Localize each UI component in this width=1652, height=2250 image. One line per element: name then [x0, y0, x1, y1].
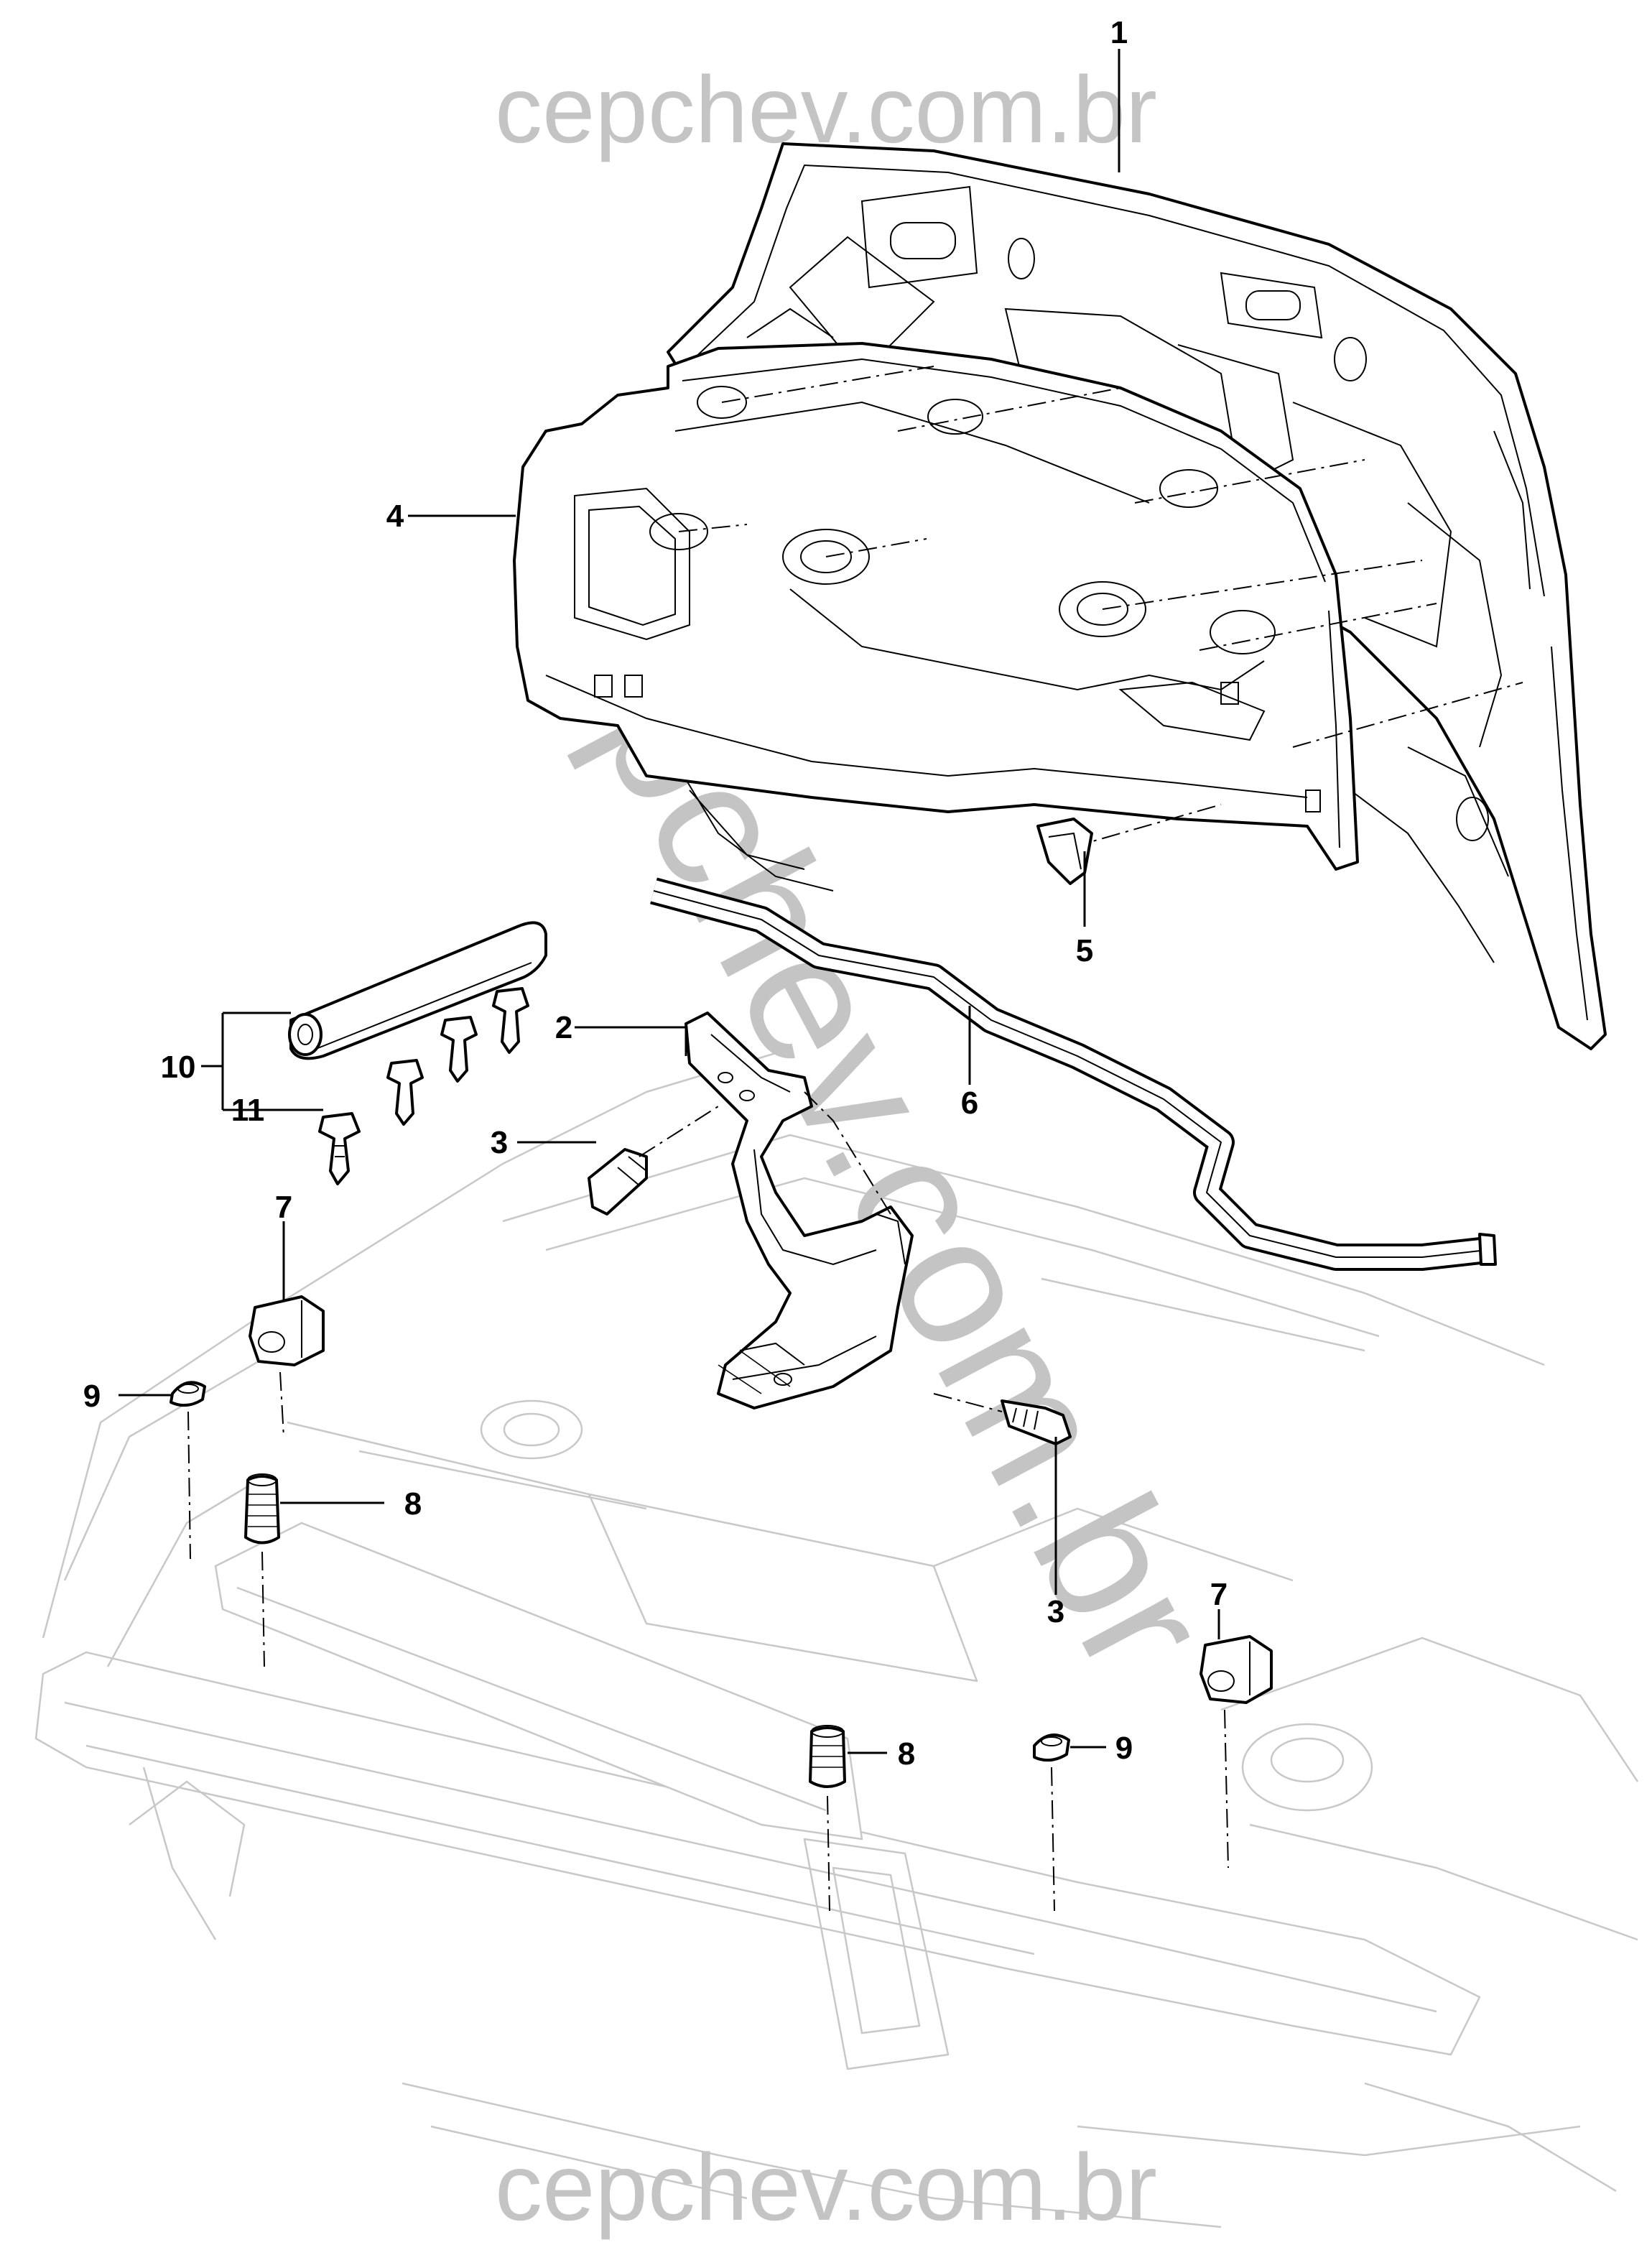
push-pin-clip-4 [492, 987, 529, 1054]
watermark-bottom: cepchev.com.br [495, 2134, 1157, 2240]
callout-7-right: 7 [1210, 1577, 1228, 1612]
hood-bumper-left [249, 1295, 325, 1366]
callout-7-left: 7 [275, 1190, 292, 1225]
callout-2: 2 [555, 1010, 572, 1045]
leader-lines [119, 49, 1220, 1754]
push-pin-clip-2 [386, 1059, 424, 1126]
callout-6: 6 [961, 1085, 978, 1121]
assembly-lines-lower [187, 1091, 1229, 1912]
hood-stop-right [809, 1725, 846, 1788]
push-pin-clip-3 [440, 1016, 478, 1083]
hinge-bolt-upper [588, 1148, 648, 1216]
callout-8-right: 8 [898, 1736, 915, 1772]
callout-9-left: 9 [83, 1379, 101, 1414]
callout-11: 11 [231, 1093, 265, 1128]
callout-9-right: 9 [1115, 1731, 1133, 1766]
callout-4: 4 [386, 499, 404, 534]
plug-left [170, 1381, 206, 1407]
seal-strip [288, 921, 547, 1060]
callout-3-upper: 3 [491, 1125, 508, 1160]
assembly-lines-hood [678, 366, 1523, 848]
callout-5: 5 [1076, 933, 1093, 968]
callout-3-lower: 3 [1047, 1594, 1064, 1629]
hinge-bolt-lower [1001, 1399, 1072, 1445]
push-pin-clip-1 [318, 1112, 361, 1185]
plug-right [1033, 1733, 1070, 1762]
hood-weatherstrip [650, 877, 1497, 1271]
engine-compartment-background [34, 1047, 1639, 2228]
push-pin-clips [318, 987, 529, 1185]
hood-hinge [685, 1011, 914, 1409]
hood-insulator [513, 342, 1359, 871]
hood-bumper-right [1199, 1635, 1273, 1704]
callout-10: 10 [161, 1050, 196, 1085]
hood-stop-left [244, 1473, 280, 1545]
callout-8-left: 8 [404, 1486, 422, 1522]
callout-labels: 1 2 3 3 4 5 6 7 7 8 8 9 9 10 11 [83, 15, 1228, 1772]
callout-1: 1 [1110, 15, 1128, 50]
